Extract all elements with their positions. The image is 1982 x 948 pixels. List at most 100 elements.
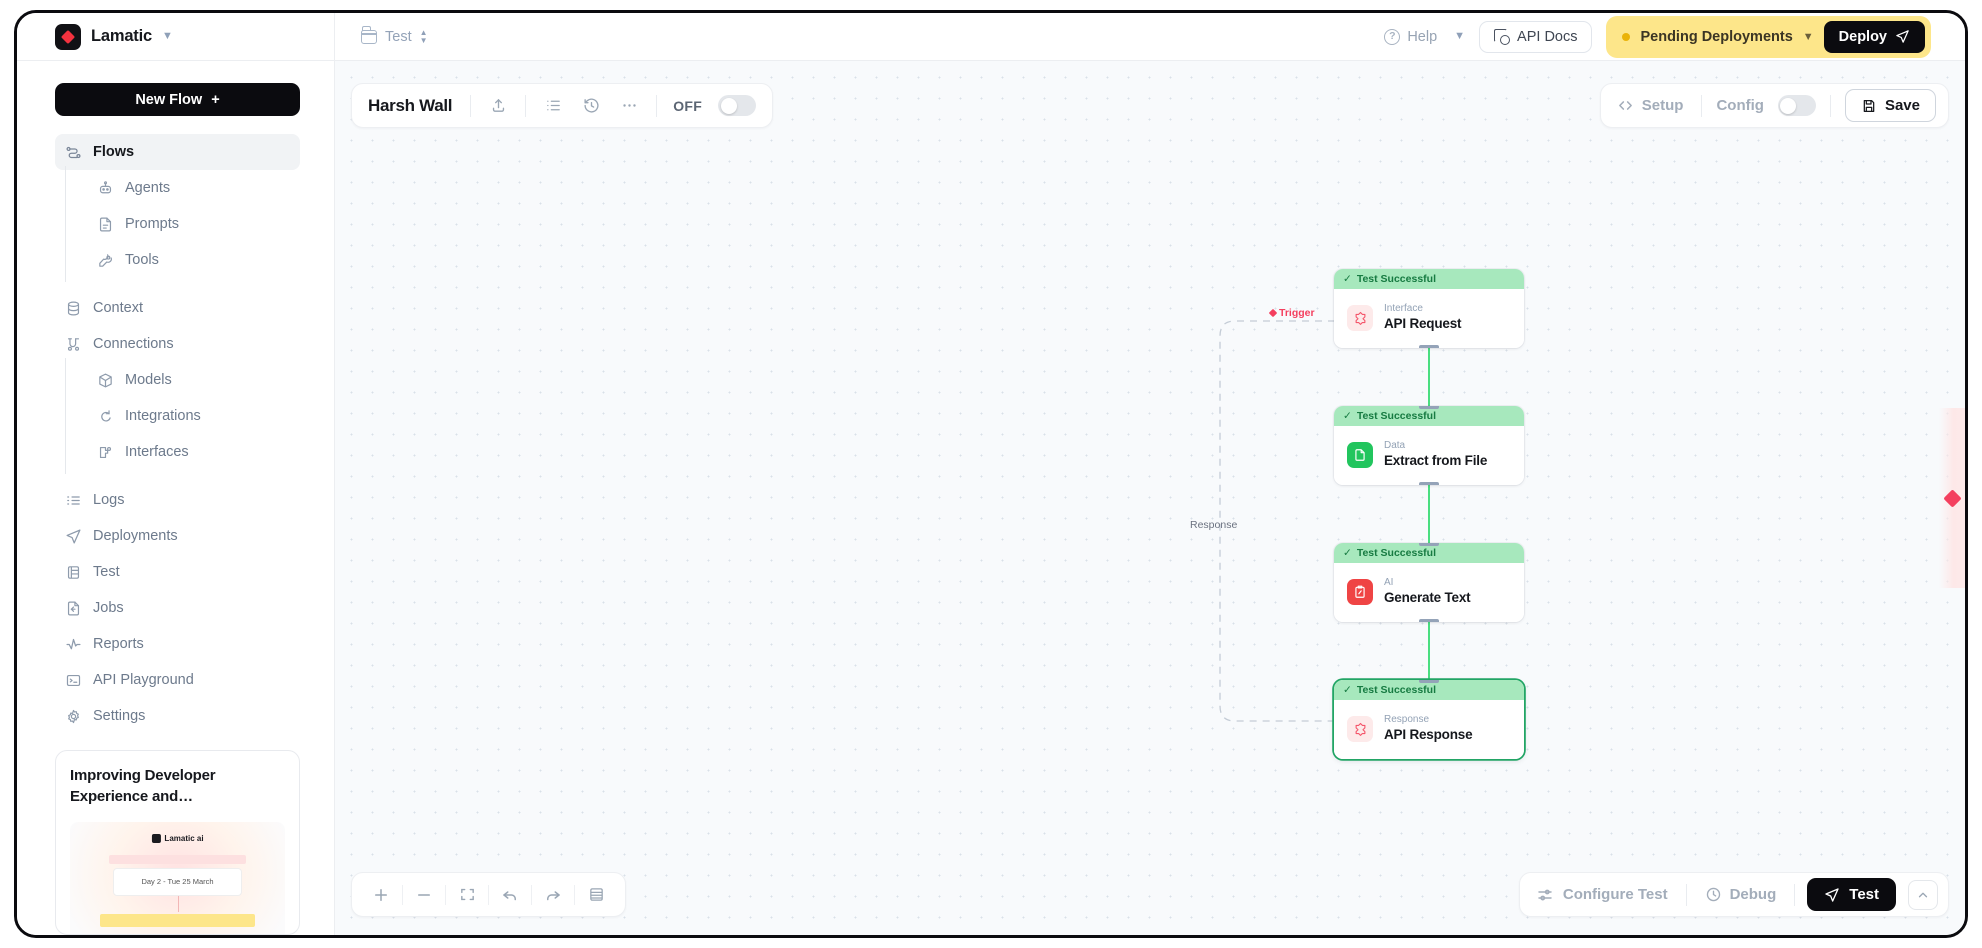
connections-subgroup: Models Integrations Interf [55,362,300,470]
sidebar-item-label: Test [93,564,120,580]
sidebar-item-interfaces[interactable]: Interfaces [87,434,300,470]
test-toolbar: Configure Test Debug Test [1519,872,1949,917]
sidebar-item-tools[interactable]: Tools [87,242,300,278]
sidebar-nav: Flows Agents [17,134,334,734]
sidebar-item-label: Interfaces [125,444,189,460]
models-icon [97,372,114,389]
node-body: Interface API Request [1334,289,1524,348]
sidebar-item-label: API Playground [93,672,194,688]
node-name: API Response [1384,726,1472,744]
node-status-badge: ✓ Test Successful [1334,680,1524,700]
promo-card[interactable]: Improving Developer Experience and… Lama… [55,750,300,935]
help-button[interactable]: ? Help ▼ [1384,29,1465,45]
sidebar-item-agents[interactable]: Agents [87,170,300,206]
pending-deployments-label[interactable]: Pending Deployments [1640,29,1792,45]
new-flow-button[interactable]: New Flow + [55,83,300,116]
help-label: Help [1407,29,1437,45]
gear-icon [65,708,82,725]
api-docs-button[interactable]: API Docs [1479,21,1592,53]
sidebar-item-api-playground[interactable]: API Playground [55,662,300,698]
brand-zone[interactable]: Lamatic ▼ [17,13,335,60]
promo-thumbnail: Lamatic ai Day 2 - Tue 25 March [70,822,285,935]
sidebar-item-context[interactable]: Context [55,290,300,326]
pending-chevron-down-icon[interactable]: ▼ [1803,31,1814,43]
sidebar-item-reports[interactable]: Reports [55,626,300,662]
zoom-toolbar [351,872,626,917]
node-status-badge: ✓ Test Successful [1334,406,1524,426]
sidebar-item-flows[interactable]: Flows [55,134,300,170]
send-icon [1895,29,1910,44]
breadcrumb[interactable]: Test ▲▼ [361,29,428,45]
node-body: Response API Response [1334,700,1524,759]
undo-button[interactable] [489,880,531,910]
layout-button[interactable] [575,880,617,910]
sidebar-item-models[interactable]: Models [87,362,300,398]
top-bar-center: Test ▲▼ [335,29,1384,45]
flow-node-generate-text[interactable]: ✓ Test Successful AI Generate Text [1334,543,1524,622]
sidebar-item-settings[interactable]: Settings [55,698,300,734]
node-handle-top[interactable] [1419,543,1439,546]
promo-thumb-bar [109,855,247,864]
nav-spacer [55,278,300,290]
node-text: AI Generate Text [1384,576,1470,607]
test-button[interactable]: Test [1807,878,1896,911]
right-edge-marker[interactable] [1939,408,1965,588]
check-icon: ✓ [1343,547,1352,559]
redo-button[interactable] [532,880,574,910]
configure-test-button[interactable]: Configure Test [1530,886,1674,904]
sidebar-item-label: Prompts [125,216,179,232]
body-split: New Flow + Flows [17,61,1965,935]
sidebar-item-jobs[interactable]: Jobs [55,590,300,626]
send-icon [1824,887,1840,903]
sidebar-item-connections[interactable]: Connections [55,326,300,362]
flow-node-api-response[interactable]: ✓ Test Successful Response API Response [1334,680,1524,759]
app-window: Lamatic ▼ Test ▲▼ ? Help ▼ API Docs Pe [14,10,1968,938]
chevron-up-icon [1916,888,1930,902]
zoom-in-button[interactable] [360,880,402,910]
chevron-updown-icon[interactable]: ▲▼ [420,30,428,44]
node-handle-top[interactable] [1419,680,1439,683]
fit-view-button[interactable] [446,880,488,910]
deployments-icon [65,528,82,545]
promo-brand-label: Lamatic ai [164,834,203,843]
expand-test-panel-button[interactable] [1908,880,1938,910]
flows-subgroup: Agents Prompts Tools [55,170,300,278]
sidebar-item-deployments[interactable]: Deployments [55,518,300,554]
reports-icon [65,636,82,653]
check-icon: ✓ [1343,273,1352,285]
sidebar-item-label: Settings [93,708,145,724]
node-kind: Interface [1384,302,1461,315]
folder-icon [361,30,377,44]
check-icon: ✓ [1343,684,1352,696]
top-bar-right: ? Help ▼ API Docs Pending Deployments ▼ … [1384,16,1965,58]
api-docs-icon [1494,29,1509,44]
sidebar-item-prompts[interactable]: Prompts [87,206,300,242]
flow-canvas[interactable]: Harsh Wall [335,61,1965,935]
sliders-icon [1536,886,1554,904]
jobs-icon [65,600,82,617]
flow-node-extract-from-file[interactable]: ✓ Test Successful Data Extract from File [1334,406,1524,485]
node-handle-bottom[interactable] [1419,345,1439,348]
node-handle-bottom[interactable] [1419,482,1439,485]
interface-node-icon [1347,305,1373,331]
trigger-diamond-icon [1269,309,1277,317]
connections-sub-list: Models Integrations Interf [65,362,300,470]
response-node-icon [1347,716,1373,742]
debug-label: Debug [1730,886,1777,903]
sidebar-item-integrations[interactable]: Integrations [87,398,300,434]
sidebar-item-label: Deployments [93,528,178,544]
zoom-out-button[interactable] [403,880,445,910]
sidebar-item-test[interactable]: Test [55,554,300,590]
deploy-button[interactable]: Deploy [1824,21,1925,53]
response-label: Response [1190,519,1237,531]
node-handle-top[interactable] [1419,406,1439,409]
new-flow-label: New Flow [135,92,202,108]
context-icon [65,300,82,317]
node-text: Interface API Request [1384,302,1461,333]
brand-chevron-down-icon[interactable]: ▼ [162,31,173,42]
logo-diamond-icon [61,29,75,43]
sidebar-item-logs[interactable]: Logs [55,482,300,518]
node-handle-bottom[interactable] [1419,619,1439,622]
flow-node-api-request[interactable]: ✓ Test Successful Interface API Request [1334,269,1524,348]
debug-button[interactable]: Debug [1699,886,1783,903]
